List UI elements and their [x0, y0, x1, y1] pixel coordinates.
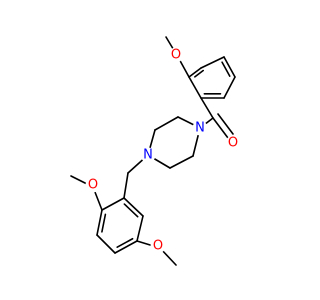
- atom-label-background: [140, 147, 156, 163]
- bond-line: [101, 213, 107, 233]
- bond-line: [136, 215, 144, 242]
- bond-line: [114, 240, 138, 254]
- bond-line: [200, 97, 214, 119]
- bond-line: [96, 209, 103, 236]
- bond-line: [101, 197, 125, 211]
- atom-label-background: [192, 120, 208, 136]
- atom-label-background: [168, 47, 184, 63]
- atom-label-oxygen: O: [153, 239, 163, 254]
- atom-label-background: [85, 177, 101, 193]
- bond-line: [223, 76, 236, 99]
- bond-line: [154, 116, 179, 131]
- atom-label-oxygen: O: [171, 48, 181, 63]
- atom-label-background: [150, 238, 166, 254]
- atom-label-oxygen: O: [88, 178, 98, 193]
- bond-line: [123, 197, 144, 217]
- bond-line: [200, 56, 225, 69]
- bond-line: [188, 67, 202, 78]
- bond-line: [217, 113, 234, 135]
- bond-line: [123, 203, 139, 218]
- bond-lines: [70, 36, 236, 266]
- bond-line: [96, 234, 116, 254]
- atom-label-oxygen: O: [228, 136, 238, 151]
- bond-line: [221, 61, 231, 77]
- bond-line: [188, 76, 202, 99]
- bond-line: [116, 237, 134, 248]
- bond-line: [223, 56, 236, 78]
- atom-label-nitrogen: N: [143, 148, 153, 163]
- bond-line: [169, 155, 194, 169]
- bond-line: [194, 69, 205, 78]
- atom-labels: O O O O N N: [85, 47, 241, 254]
- atom-label-background: [225, 135, 241, 151]
- bond-line: [123, 172, 129, 199]
- structure-canvas: O O O O N N: [70, 36, 241, 266]
- bond-line: [212, 117, 229, 139]
- atom-label-nitrogen: N: [195, 121, 205, 136]
